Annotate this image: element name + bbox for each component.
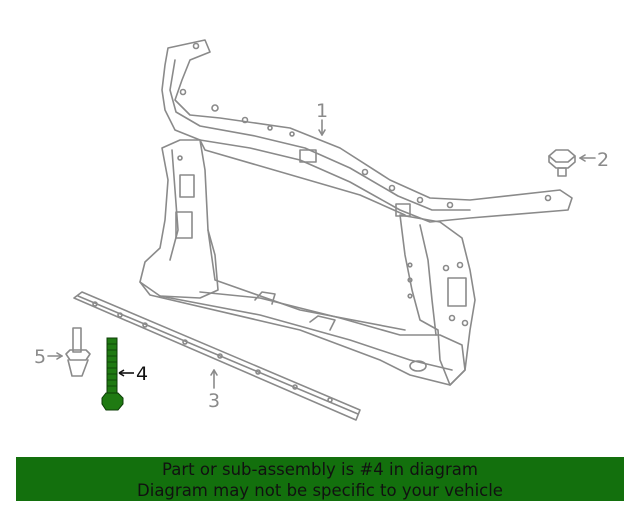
callout-1: 1 bbox=[316, 100, 328, 122]
flange-bolt-part-2 bbox=[548, 149, 576, 177]
short-bolt-part-5 bbox=[65, 327, 91, 377]
core-support-frame bbox=[139, 39, 573, 386]
callout-5: 5 bbox=[34, 346, 46, 368]
parts-diagram: 1 2 3 4 5 bbox=[34, 39, 609, 421]
strip-seal bbox=[73, 291, 361, 421]
leader-lines bbox=[47, 119, 596, 389]
callout-2: 2 bbox=[597, 149, 609, 171]
long-bolt-part-4 bbox=[101, 337, 134, 411]
callout-3: 3 bbox=[208, 390, 220, 412]
part-info-banner: Part or sub-assembly is #4 in diagram Di… bbox=[16, 457, 624, 501]
callout-4: 4 bbox=[136, 363, 148, 385]
banner-line-part: Part or sub-assembly is #4 in diagram bbox=[162, 460, 478, 479]
banner-line-disclaimer: Diagram may not be specific to your vehi… bbox=[137, 481, 503, 500]
